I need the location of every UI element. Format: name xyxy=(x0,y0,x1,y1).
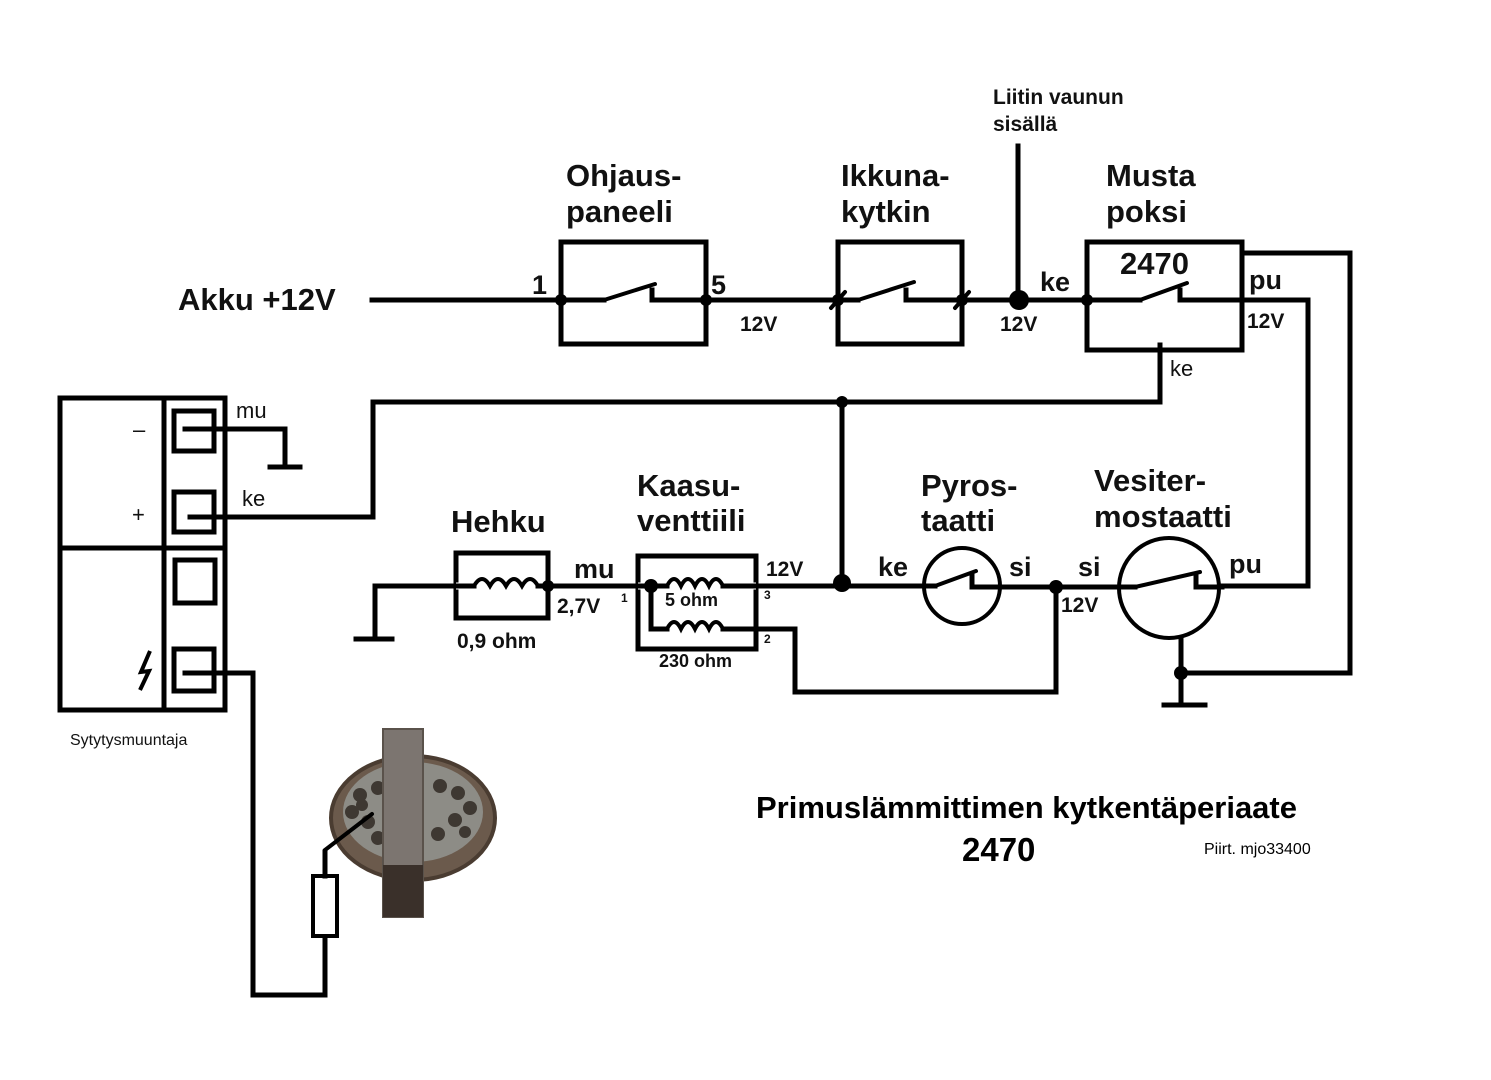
glow-plug-label: Hehku xyxy=(451,504,546,539)
connector-voltage: 12V xyxy=(1000,313,1037,336)
diagram-title: Primuslämmittimen kytkentäperiaate xyxy=(756,790,1297,825)
minus-symbol: – xyxy=(133,417,146,442)
water-thermostat: Vesiter- mostaatti si pu 12V xyxy=(1053,463,1262,708)
coil-icon xyxy=(665,620,725,634)
black-box-relay: Musta poksi 2470 ke pu 12V ke xyxy=(187,158,1353,676)
control-panel-box xyxy=(558,239,709,347)
gas-valve-pin-2: 2 xyxy=(764,632,771,646)
control-panel: Ohjaus- paneeli 1 5 12V xyxy=(532,158,777,347)
pyrostat-label-1: Pyros- xyxy=(921,468,1017,503)
window-switch: Ikkuna- kytkin xyxy=(829,158,971,347)
transformer-body xyxy=(57,395,228,713)
diagram-subtitle: 2470 xyxy=(962,831,1035,868)
pyrostat: Pyros- taatti ke si xyxy=(839,468,1059,626)
switch-contact-icon xyxy=(602,282,657,302)
coil-icon xyxy=(472,577,540,591)
black-box-bottom-label: ke xyxy=(1170,356,1193,381)
glow-plug: Hehku 0,9 ohm mu 2,7V xyxy=(451,504,615,653)
bus-junction xyxy=(833,574,851,592)
switch-contact-icon xyxy=(1133,570,1202,589)
gas-valve-pin-1: 1 xyxy=(621,591,628,605)
gas-valve-box xyxy=(635,553,759,652)
black-box-label-1: Musta xyxy=(1106,158,1196,193)
gas-valve-label-1: Kaasu- xyxy=(637,468,740,503)
pyrostat-right-label: si xyxy=(1009,552,1032,582)
pyrostat-left-label: ke xyxy=(878,552,908,582)
window-switch-label-2: kytkin xyxy=(841,194,931,229)
water-thermostat-right-label: pu xyxy=(1229,549,1262,579)
water-thermostat-voltage: 12V xyxy=(1061,594,1098,617)
transformer-label: Sytytysmuuntaja xyxy=(70,732,187,749)
gas-valve-coil2: 230 ohm xyxy=(659,651,732,671)
control-panel-pin-1: 1 xyxy=(532,270,547,300)
black-box-label-2: poksi xyxy=(1106,194,1187,229)
battery-label: Akku +12V xyxy=(178,282,336,317)
terminal-empty xyxy=(172,557,218,606)
gas-valve-coil1: 5 ohm xyxy=(665,590,718,610)
water-thermostat-left-label: si xyxy=(1078,552,1101,582)
plus-symbol: + xyxy=(132,502,145,527)
drawing-credit: Piirt. mjo33400 xyxy=(1204,841,1311,858)
plus-wire-label: ke xyxy=(242,486,265,511)
ignition-transformer: – + Sytytysmuuntaja mu ke xyxy=(57,395,328,998)
window-switch-label-1: Ikkuna- xyxy=(841,158,950,193)
gas-valve-voltage: 12V xyxy=(766,558,803,581)
glow-plug-wire-label: mu xyxy=(574,554,615,584)
control-panel-pin-5: 5 xyxy=(711,270,726,300)
burner-assembly xyxy=(311,728,497,938)
coil-icon xyxy=(665,577,725,591)
connector-note-1: Liitin vaunun xyxy=(993,86,1124,109)
switch-contact-icon xyxy=(933,569,978,588)
black-box-out-label: pu xyxy=(1249,265,1282,295)
switch-contact-icon xyxy=(856,280,916,302)
black-box-model: 2470 xyxy=(1120,246,1189,281)
gas-valve-pin-3: 3 xyxy=(764,588,771,602)
lightning-icon xyxy=(137,650,153,691)
control-panel-label-2: paneeli xyxy=(566,194,673,229)
connector-node xyxy=(1009,290,1029,310)
black-box-in-label: ke xyxy=(1040,267,1070,297)
terminal-plus xyxy=(171,489,217,535)
gas-valve-label-2: venttiili xyxy=(637,503,746,538)
glow-plug-resistance: 0,9 ohm xyxy=(457,630,536,653)
connector-note-2: sisällä xyxy=(993,113,1058,136)
minus-wire-label: mu xyxy=(236,398,267,423)
pyrostat-label-2: taatti xyxy=(921,503,995,538)
water-thermostat-label-1: Vesiter- xyxy=(1094,463,1206,498)
black-box-out-voltage: 12V xyxy=(1247,310,1284,333)
switch-contact-icon xyxy=(1138,281,1189,302)
gas-valve: Kaasu- venttiili 5 ohm 230 ohm 1 2 3 12V xyxy=(621,468,1059,695)
window-switch-box xyxy=(835,239,965,347)
resistor-icon xyxy=(311,874,339,938)
terminal-hv xyxy=(171,646,217,694)
glow-plug-voltage: 2,7V xyxy=(557,595,600,618)
caravan-connector: Liitin vaunun sisällä 12V xyxy=(993,86,1124,336)
water-thermostat-label-2: mostaatti xyxy=(1094,499,1232,534)
voltage-label: 12V xyxy=(740,313,777,336)
control-panel-label-1: Ohjaus- xyxy=(566,158,681,193)
